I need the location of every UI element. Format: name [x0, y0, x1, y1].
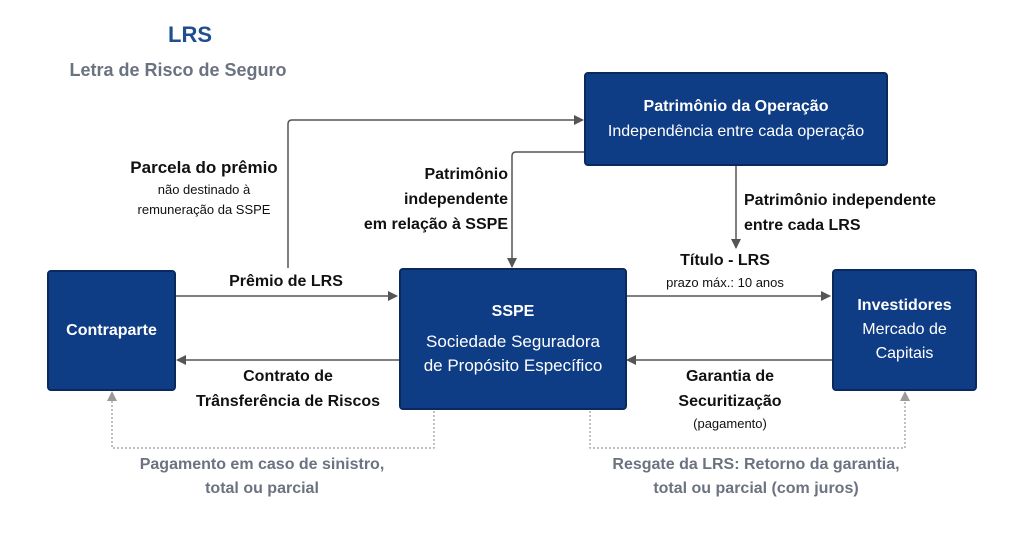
contrato-line1: Contrato de — [243, 368, 333, 385]
titulo-label: Título - LRS prazo máx.: 10 anos — [635, 248, 815, 293]
investidores-desc-line1: Mercado de — [862, 321, 947, 338]
patrimonio-sspe-line2: independente — [403, 191, 508, 208]
pagamento-line1: Pagamento em caso de sinistro, — [139, 456, 385, 473]
titulo-title: Título - LRS — [680, 252, 770, 269]
page-subtitle: Letra de Risco de Seguro — [69, 60, 287, 80]
resgate-line1: Resgate da LRS: Retorno da garantia, — [612, 456, 900, 473]
titulo-note: prazo máx.: 10 anos — [666, 275, 784, 290]
patrimonio-lrs-line2: entre cada LRS — [744, 217, 861, 234]
garantia-line2: Securitização — [678, 393, 782, 410]
sspe-desc-line1: Sociedade Seguradora — [426, 332, 600, 351]
arrow-parcela-to-patrimonio — [287, 115, 584, 268]
resgate-line2: total ou parcial (com juros) — [653, 480, 859, 497]
parcela-line1: não destinado à — [157, 182, 251, 197]
premio-label: Prêmio de LRS — [196, 269, 376, 294]
investidores-box: Investidores Mercado de Capitais — [832, 269, 977, 391]
patrimonio-sspe-label: Patrimônio independente em relação à SSP… — [332, 162, 508, 237]
arrow-patrimonio-to-sspe — [507, 151, 585, 268]
patrimonio-lrs-label: Patrimônio independente entre cada LRS — [744, 188, 970, 238]
sspe-box: SSPE Sociedade Seguradora de Propósito E… — [399, 268, 627, 410]
contrato-label: Contrato de Trânsferência de Riscos — [180, 364, 396, 414]
dotted-pagamento — [107, 391, 435, 449]
sspe-desc-line2: de Propósito Específico — [423, 356, 603, 375]
investidores-title: Investidores — [857, 297, 952, 314]
parcela-line2: remuneração da SSPE — [137, 202, 271, 217]
premio-text: Prêmio de LRS — [229, 273, 343, 290]
parcela-title: Parcela do prêmio — [130, 158, 278, 177]
resgate-label: Resgate da LRS: Retorno da garantia, tot… — [586, 453, 926, 501]
page-title: LRS — [168, 22, 212, 47]
garantia-note: (pagamento) — [693, 416, 767, 431]
garantia-label: Garantia de Securitização (pagamento) — [640, 364, 820, 434]
garantia-line1: Garantia de — [685, 368, 775, 385]
pagamento-line2: total ou parcial — [205, 480, 319, 497]
parcela-label: Parcela do prêmio não destinado à remune… — [104, 155, 304, 220]
pagamento-label: Pagamento em caso de sinistro, total ou … — [112, 453, 412, 501]
patrimonio-sspe-line3: em relação à SSPE — [363, 216, 508, 233]
contraparte-title: Contraparte — [66, 321, 157, 339]
patrimonio-box: Patrimônio da Operação Independência ent… — [584, 72, 888, 166]
patrimonio-lrs-line1: Patrimônio independente — [744, 192, 937, 209]
patrimonio-desc: Independência entre cada operação — [607, 123, 865, 140]
contraparte-box: Contraparte — [47, 270, 176, 391]
patrimonio-sspe-line1: Patrimônio — [424, 166, 508, 183]
patrimonio-title: Patrimônio da Operação — [643, 98, 829, 115]
investidores-desc-line2: Capitais — [875, 345, 934, 362]
contrato-line2: Trânsferência de Riscos — [195, 393, 381, 410]
sspe-title: SSPE — [491, 303, 535, 320]
dotted-resgate — [589, 391, 910, 449]
